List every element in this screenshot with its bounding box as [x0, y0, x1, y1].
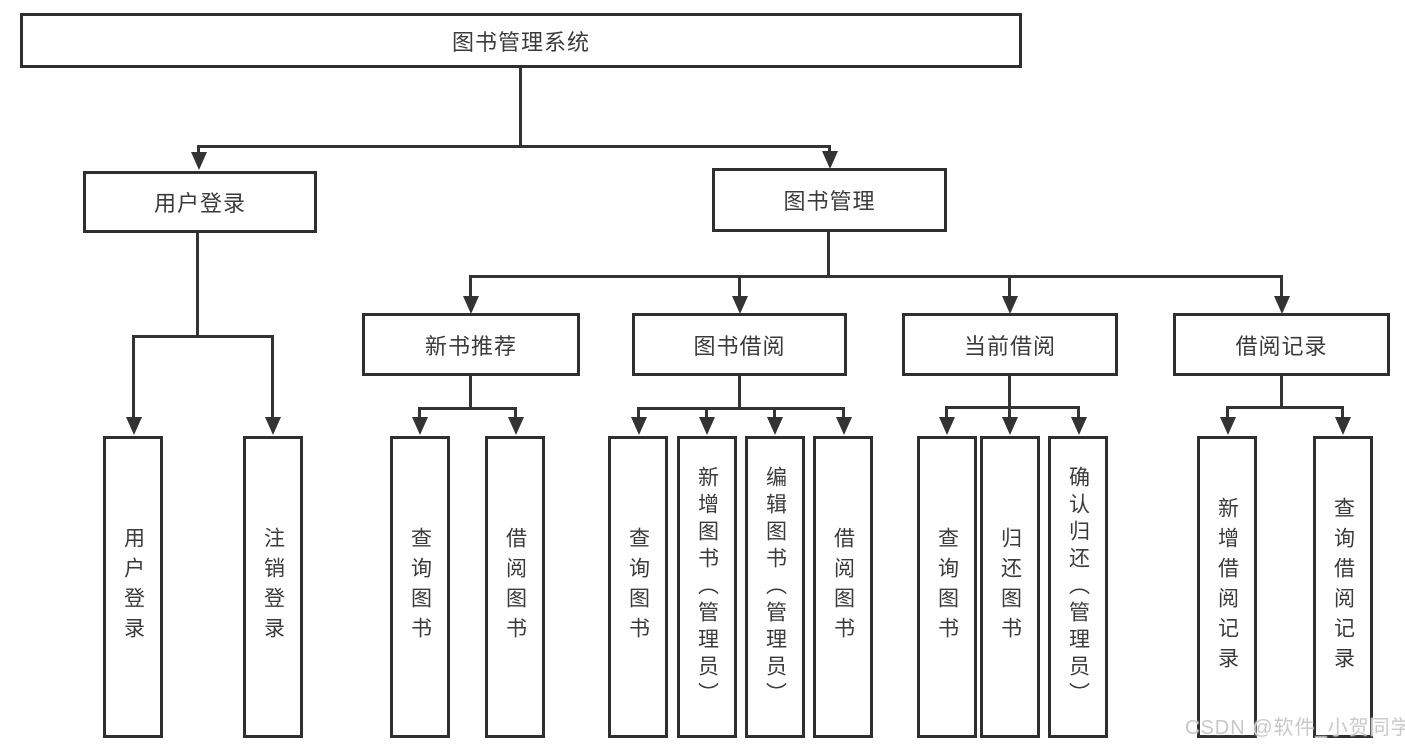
node-book-management-label: 图书管理 [783, 189, 876, 214]
arrow-down-icon [699, 417, 715, 435]
leaf-return-books-label: 归还图书 [998, 527, 1022, 647]
connector-new-book-stem [469, 376, 472, 407]
node-user-login: 用户登录 [83, 171, 317, 233]
leaf-borrow-books-1-label: 借阅图书 [503, 527, 527, 647]
leaf-query-books-3-label: 查询图书 [935, 527, 959, 647]
connector-borrowing-drop-4 [842, 407, 845, 419]
leaf-query-borrow-record: 查询借阅记录 [1313, 436, 1373, 738]
node-root-label: 图书管理系统 [451, 29, 590, 55]
connector-root-rail [197, 145, 831, 148]
connector-current-rail [945, 406, 1080, 409]
leaf-confirm-return-admin: 确认归还（管理员） [1048, 436, 1108, 738]
leaf-borrow-books-1: 借阅图书 [485, 436, 545, 738]
connector-new-book-drop-1 [418, 407, 421, 419]
arrow-down-icon [836, 417, 852, 435]
connector-book-mgmt-stem [827, 232, 830, 275]
connector-borrowing-drop-1 [637, 407, 640, 419]
connector-records-stem [1280, 376, 1283, 406]
leaf-logout-label: 注销登录 [261, 527, 285, 647]
connector-user-login-drop-2 [271, 335, 274, 419]
arrow-down-icon [126, 417, 142, 435]
arrow-down-icon [1002, 296, 1018, 314]
connector-root-stem [519, 68, 522, 145]
leaf-add-books-admin: 新增图书（管理员） [677, 436, 737, 738]
leaf-add-borrow-record: 新增借阅记录 [1197, 436, 1257, 738]
node-borrowing-records-label: 借阅记录 [1235, 333, 1328, 359]
arrow-down-icon [939, 417, 955, 435]
connector-book-mgmt-drop-4 [1280, 275, 1283, 297]
connector-borrowing-rail [637, 407, 845, 410]
leaf-user-login-label: 用户登录 [121, 527, 145, 647]
arrow-down-icon [1002, 417, 1018, 435]
connector-current-drop-1 [945, 406, 948, 419]
node-borrowing-records: 借阅记录 [1173, 313, 1390, 376]
connector-records-drop-2 [1341, 406, 1344, 419]
arrow-down-icon [1274, 296, 1290, 314]
connector-user-login-stem [196, 233, 199, 335]
leaf-query-books-2-label: 查询图书 [626, 527, 650, 647]
node-new-book-recommend: 新书推荐 [362, 313, 580, 376]
connector-records-rail [1226, 406, 1344, 409]
leaf-add-borrow-record-label: 新增借阅记录 [1215, 497, 1239, 677]
leaf-edit-books-admin: 编辑图书（管理员） [745, 436, 805, 738]
connector-book-mgmt-drop-1 [469, 275, 472, 297]
leaf-logout: 注销登录 [243, 436, 303, 738]
leaf-return-books: 归还图书 [980, 436, 1040, 738]
arrow-down-icon [508, 417, 524, 435]
connector-book-mgmt-drop-2 [738, 275, 741, 297]
connector-borrowing-stem [738, 376, 741, 407]
connector-user-login-drop-1 [132, 335, 135, 419]
arrow-down-icon [1335, 417, 1351, 435]
node-book-borrowing-label: 图书借阅 [693, 333, 786, 359]
connector-book-mgmt-drop-3 [1008, 275, 1011, 297]
node-current-borrowing: 当前借阅 [902, 313, 1118, 376]
csdn-watermark: CSDN @软件_小贺同学 [1185, 717, 1405, 739]
connector-current-stem [1008, 376, 1011, 406]
leaf-query-borrow-record-label: 查询借阅记录 [1331, 497, 1355, 677]
connector-current-drop-2 [1008, 406, 1011, 419]
connector-new-book-drop-2 [514, 407, 517, 419]
leaf-add-books-admin-label: 新增图书（管理员） [695, 465, 719, 709]
arrow-down-icon [631, 417, 647, 435]
connector-new-book-rail [418, 407, 517, 410]
arrow-down-icon [767, 417, 783, 435]
leaf-query-books-1: 查询图书 [390, 436, 450, 738]
arrow-down-icon [463, 296, 479, 314]
connector-user-login-rail [132, 335, 274, 338]
connector-current-drop-3 [1077, 406, 1080, 419]
arrow-down-icon [265, 417, 281, 435]
arrow-down-icon [1220, 417, 1236, 435]
node-book-borrowing: 图书借阅 [632, 313, 847, 376]
arrow-down-icon [191, 152, 207, 170]
connector-book-mgmt-rail [469, 275, 1283, 278]
leaf-user-login: 用户登录 [103, 436, 163, 738]
node-current-borrowing-label: 当前借阅 [963, 333, 1056, 359]
leaf-borrow-books-2: 借阅图书 [813, 436, 873, 738]
leaf-confirm-return-admin-label: 确认归还（管理员） [1066, 465, 1090, 709]
connector-borrowing-drop-3 [773, 407, 776, 419]
node-user-login-label: 用户登录 [153, 191, 246, 216]
leaf-query-books-2: 查询图书 [608, 436, 668, 738]
arrow-down-icon [822, 151, 838, 169]
node-new-book-recommend-label: 新书推荐 [424, 333, 517, 359]
leaf-query-books-1-label: 查询图书 [408, 527, 432, 647]
leaf-query-books-3: 查询图书 [917, 436, 977, 738]
leaf-borrow-books-2-label: 借阅图书 [831, 527, 855, 647]
node-book-management: 图书管理 [712, 168, 947, 232]
connector-root-drop-left [197, 145, 200, 155]
arrow-down-icon [1071, 417, 1087, 435]
leaf-edit-books-admin-label: 编辑图书（管理员） [763, 465, 787, 709]
connector-root-drop-right [828, 145, 831, 155]
arrow-down-icon [412, 417, 428, 435]
arrow-down-icon [732, 296, 748, 314]
connector-records-drop-1 [1226, 406, 1229, 419]
connector-borrowing-drop-2 [705, 407, 708, 419]
node-root: 图书管理系统 [20, 13, 1022, 68]
